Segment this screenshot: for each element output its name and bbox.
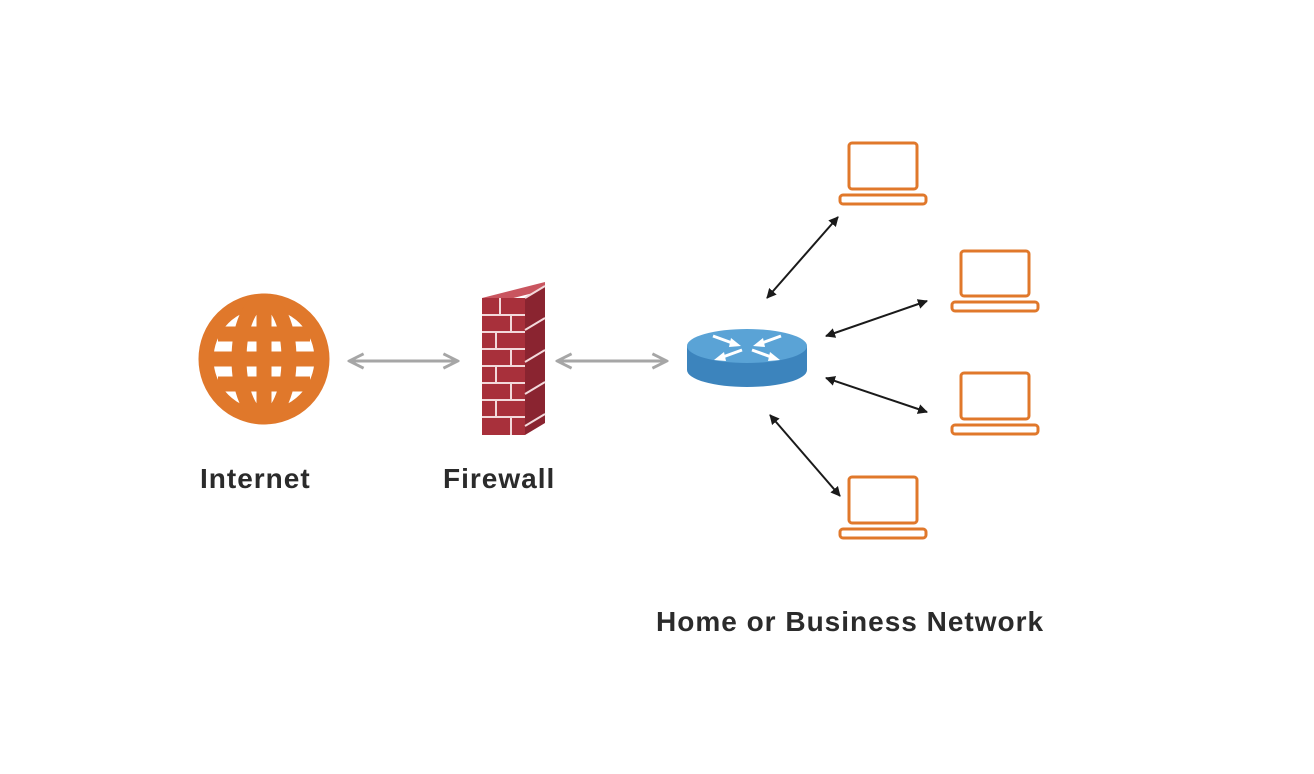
laptop-icon [950, 249, 1040, 313]
laptop-icon [950, 371, 1040, 436]
router-icon [687, 329, 807, 387]
router-laptop-4-arrow [769, 414, 841, 497]
brick-wall-icon [482, 282, 546, 435]
router-laptop-2-arrow [825, 299, 928, 338]
internet-label: Internet [200, 463, 311, 494]
laptop-icon [838, 141, 928, 206]
firewall-label: Firewall [443, 463, 556, 494]
globe-icon [198, 293, 330, 425]
network-label: Home or Business Network [656, 606, 1045, 637]
laptop-icon [838, 475, 928, 540]
router-laptop-3-arrow [825, 376, 928, 414]
router-laptop-1-arrow [766, 216, 839, 299]
